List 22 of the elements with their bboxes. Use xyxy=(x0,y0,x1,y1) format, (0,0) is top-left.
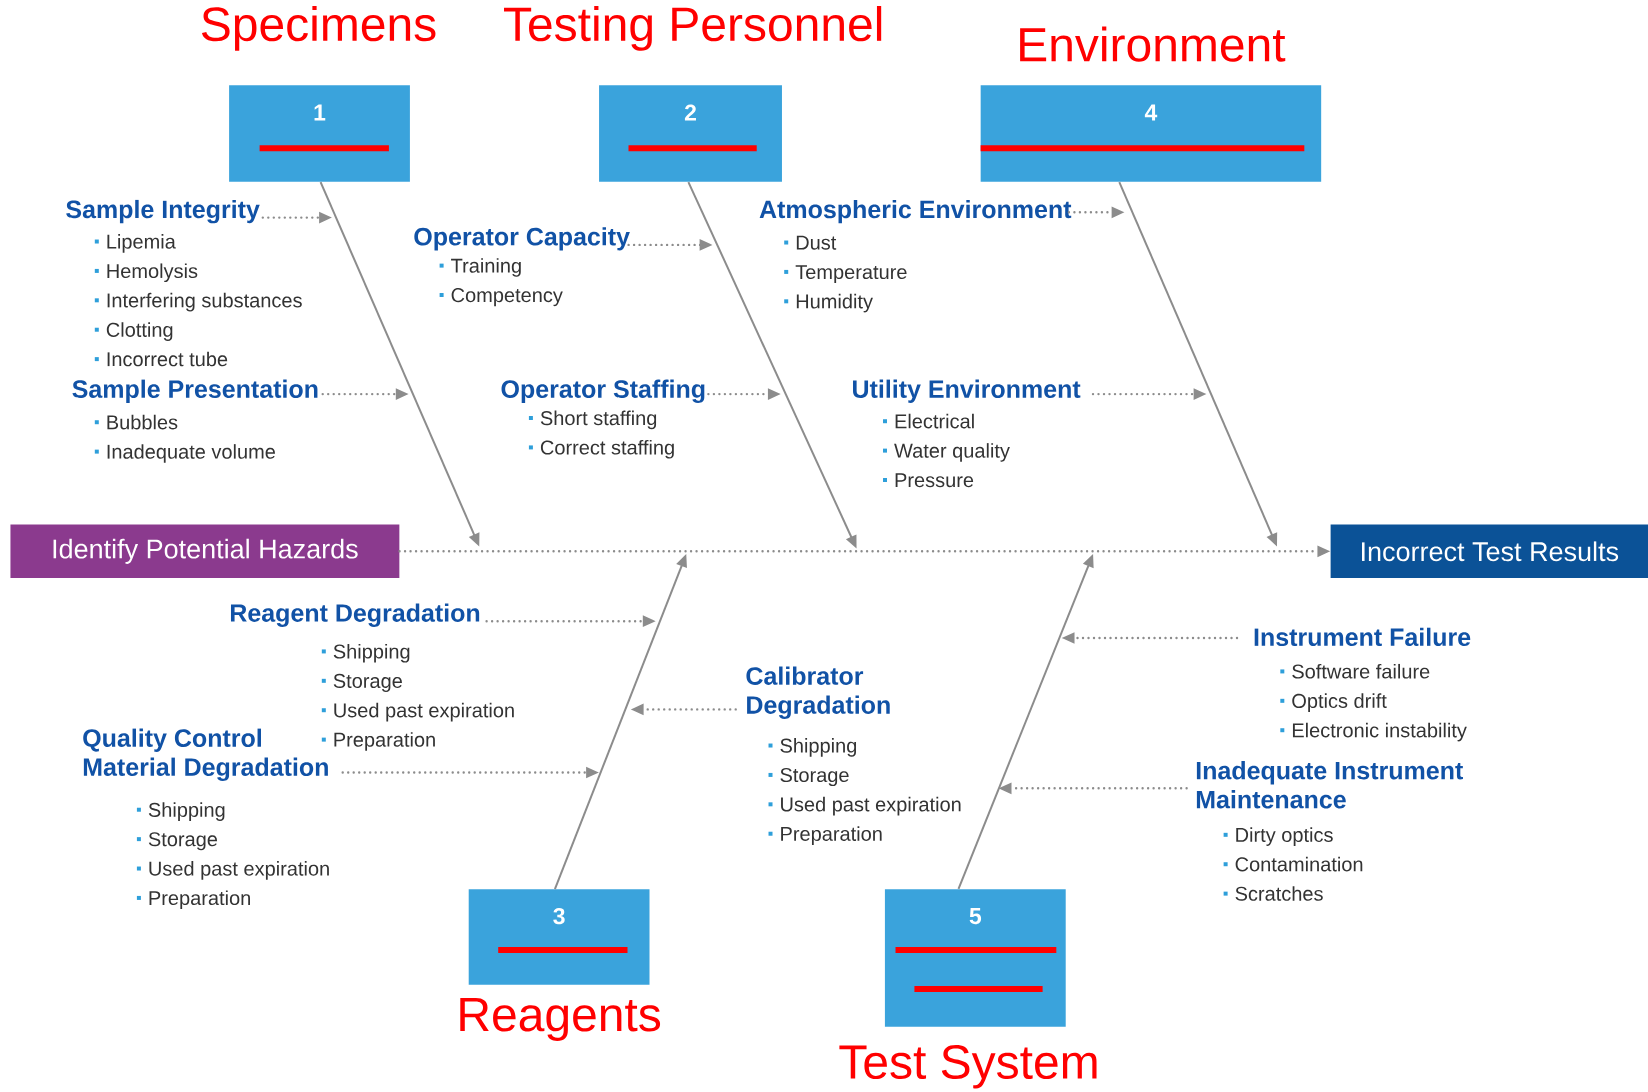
cause-list: Quality Control Material Degradation Shipping Storage Used past expiration Preparation xyxy=(83,728,329,910)
category-box: 5 xyxy=(884,889,1066,1027)
category-heading: Testing Personnel xyxy=(504,6,882,51)
category-heading: Environment xyxy=(1020,26,1286,62)
category-heading: Test System xyxy=(839,1045,1097,1089)
start-box: Identify Potential Hazards xyxy=(10,524,400,579)
result-box: Incorrect Test Results xyxy=(1330,524,1648,579)
cause-list: Operator Staffing Short staffing Correct staffing xyxy=(501,379,705,459)
cause-list: Atmospheric Environment Dust Temperature Humidity xyxy=(759,199,1072,313)
cause-list: Inadequate Instrument Maintenance Dirty optics Contamination Scratches xyxy=(1196,761,1463,901)
cause-list: Sample Presentation Bubbles Inadequate volume xyxy=(72,379,318,463)
category-heading: Specimens xyxy=(201,6,436,51)
cause-list: Sample Integrity Lipemia Hemolysis Interfering substances Clotting Incorrect tube xyxy=(66,199,302,367)
category-box: 3 xyxy=(468,889,650,985)
category-box: 4 xyxy=(980,85,1322,182)
category-box: 2 xyxy=(599,85,782,182)
cause-list: Utility Environment Electrical Water quality Pressure xyxy=(853,379,1081,488)
category-box: 1 xyxy=(229,85,410,182)
cause-list: Instrument Failure Software failure Optics drift Electronic instability xyxy=(1254,627,1471,742)
cause-list: Operator Capacity Training Competency xyxy=(414,227,630,307)
cause-list: Calibrator Degradation Shipping Storage Used past expiration Preparation xyxy=(746,666,961,845)
category-heading: Reagents xyxy=(460,998,661,1041)
